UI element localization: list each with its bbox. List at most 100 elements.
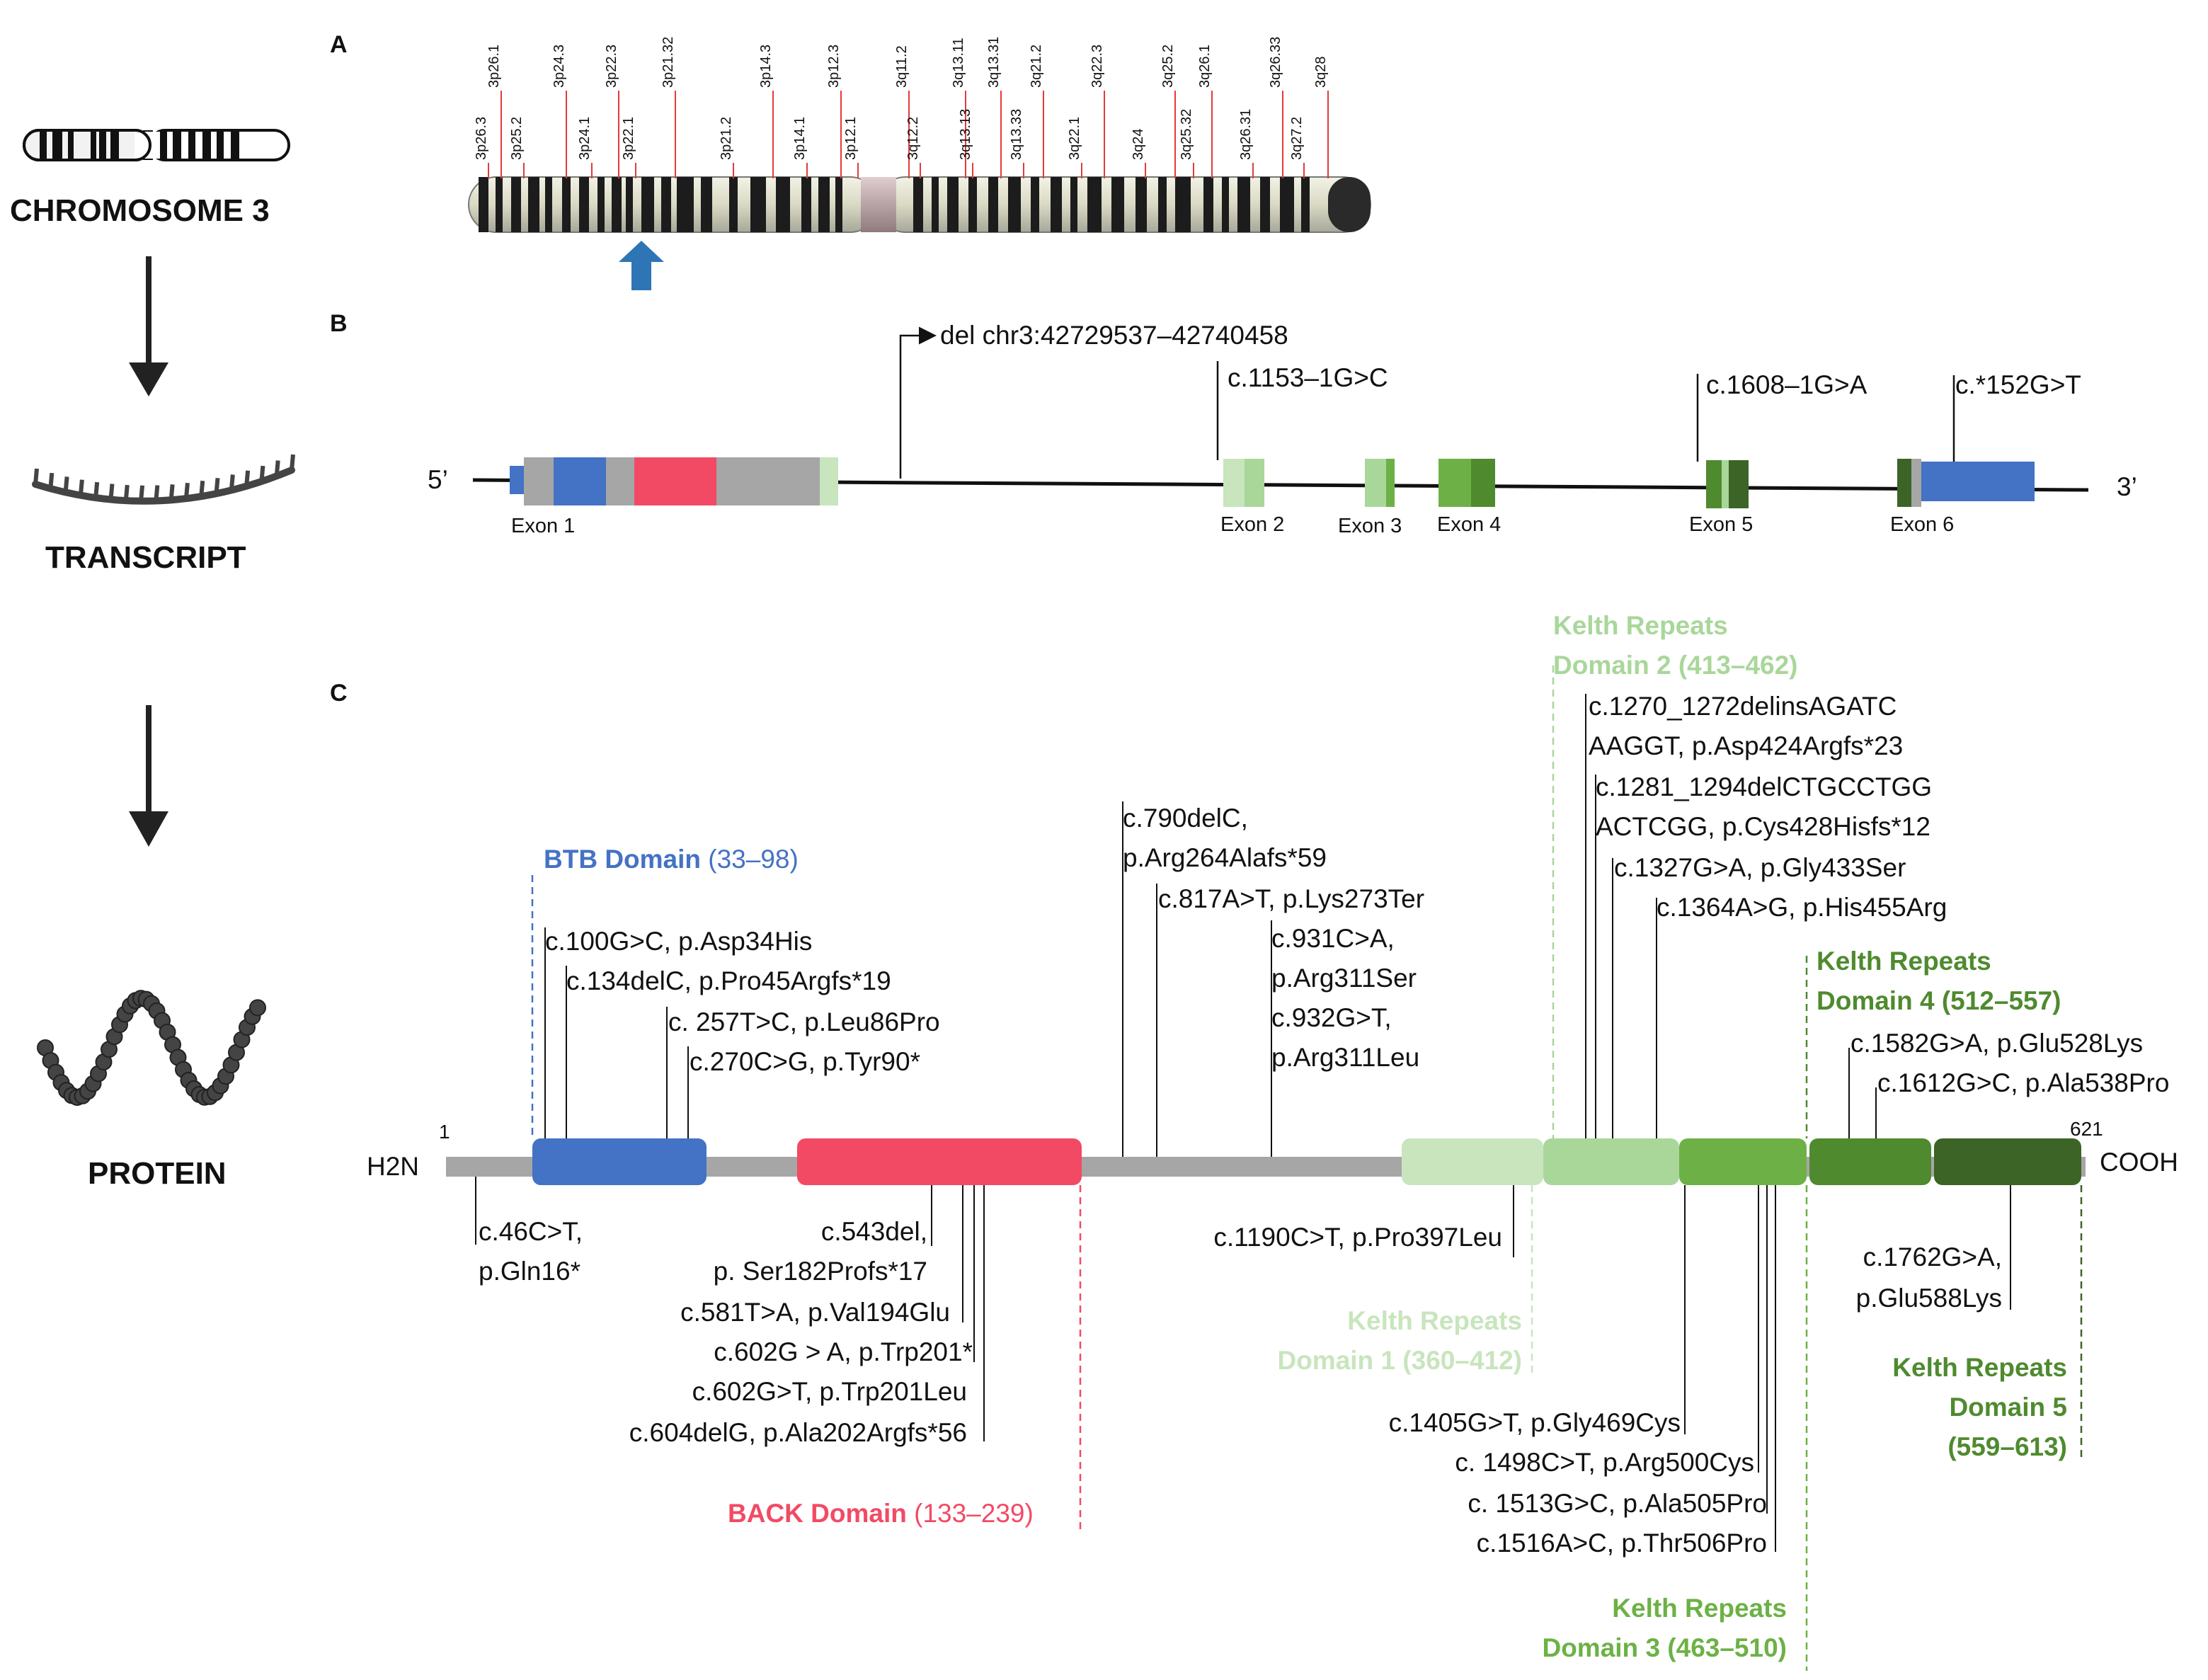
kelch-domain-5-range: (559–613) xyxy=(1947,1432,2067,1461)
band-label: 3p24.1 xyxy=(577,117,593,160)
exon-label: Exon 4 xyxy=(1437,513,1501,536)
exon-label: Exon 2 xyxy=(1220,513,1284,536)
mini-chromosome-icon xyxy=(23,129,290,161)
mutation-label: c.931C>A, xyxy=(1271,924,1395,953)
variant-label: c.1608–1G>A xyxy=(1706,370,1867,399)
band-label: 3q25.2 xyxy=(1160,45,1176,88)
band-label: 3p22.3 xyxy=(604,45,619,88)
band-label: 3p14.3 xyxy=(758,45,774,88)
mutation-label: c.46C>T, xyxy=(479,1217,583,1246)
kelch-domain-4-label: Kelth Repeats xyxy=(1817,947,1991,976)
five-prime-label: 5’ xyxy=(428,465,448,494)
mutation-label: p.Arg264Alafs*59 xyxy=(1123,843,1327,872)
band-label: 3q13.33 xyxy=(1009,109,1024,160)
band-label: 3p22.1 xyxy=(621,117,636,160)
band-label: 3q28 xyxy=(1313,57,1329,88)
exon-label: Exon 1 xyxy=(511,515,575,537)
kelch-domain-1-label: Kelth Repeats xyxy=(1347,1306,1522,1335)
band-label: 3q13.13 xyxy=(958,109,973,160)
btb-domain-label: BTB Domain (33–98) xyxy=(544,845,799,874)
mutation-labels: c.100G>C, p.Asp34His c.134delC, p.Pro45A… xyxy=(479,692,2169,1558)
domain-guides xyxy=(531,665,2083,1671)
mutation-label: p.Glu588Lys xyxy=(1856,1284,2002,1313)
down-arrow-icon xyxy=(129,256,168,396)
band-label: 3q27.2 xyxy=(1289,117,1305,160)
protein-schematic: H2N COOH 1 621 xyxy=(367,1118,2178,1185)
variant-label: c.*152G>T xyxy=(1955,370,2081,399)
band-label: 3p26.3 xyxy=(474,117,489,160)
mutation-label: c. 1513G>C, p.Ala505Pro xyxy=(1468,1489,1767,1518)
mutation-label: c.1190C>T, p.Pro397Leu xyxy=(1213,1223,1502,1252)
mutation-label: c.134delC, p.Pro45Argfs*19 xyxy=(566,966,891,995)
mutation-label: c.602G > A, p.Trp201* xyxy=(714,1337,973,1366)
band-label: 3p24.3 xyxy=(551,45,567,88)
band-label: 3q21.2 xyxy=(1029,45,1044,88)
chromosome-label: CHROMOSOME 3 xyxy=(10,193,270,228)
band-label: 3p12.3 xyxy=(826,45,842,88)
mutation-label: c.932G>T, xyxy=(1271,1003,1392,1032)
transcript-structure: 5’ 3’ xyxy=(428,457,2137,508)
transcript-icon xyxy=(32,454,295,505)
mutation-label: c.604delG, p.Ala202Argfs*56 xyxy=(629,1418,967,1447)
mutation-label: c.1364A>G, p.His455Arg xyxy=(1657,893,1947,922)
mutation-label: c.270C>G, p.Tyr90* xyxy=(690,1047,920,1076)
transcript-label: TRANSCRIPT xyxy=(45,540,246,575)
panel-a-label: A xyxy=(330,31,348,58)
band-label: 3q26.1 xyxy=(1197,45,1213,88)
mutation-label: c.817A>T, p.Lys273Ter xyxy=(1158,884,1424,913)
band-label: 3q24 xyxy=(1131,129,1146,161)
panel-b-label: B xyxy=(330,310,348,337)
band-label: 3q13.31 xyxy=(986,37,1002,88)
mutation-label: c.790delC, xyxy=(1123,804,1248,833)
kelch-domain-5-box xyxy=(1934,1138,2081,1185)
mutation-label: c.1612G>C, p.Ala538Pro xyxy=(1877,1068,2169,1097)
band-label: 3p21.2 xyxy=(719,117,734,160)
band-label: 3q22.3 xyxy=(1089,45,1105,88)
band-label: 3p12.1 xyxy=(843,117,859,160)
sidebar: CHROMOSOME 3 TRANSCRIPT PROTEIN xyxy=(10,129,295,1191)
c-terminus-label: COOH xyxy=(2100,1148,2178,1177)
kelch-domain-5-label: Kelth Repeats xyxy=(1892,1353,2067,1382)
kelch-domain-2-label: Kelth Repeats xyxy=(1553,611,1728,640)
kelch-domain-1-box xyxy=(1402,1138,1543,1185)
back-domain-box xyxy=(797,1138,1082,1185)
band-label: 3q13.11 xyxy=(951,38,966,88)
kelch-domain-1-range: Domain 1 (360–412) xyxy=(1277,1346,1522,1375)
mutation-label: c.1327G>A, p.Gly433Ser xyxy=(1614,853,1906,882)
mutation-label: p.Arg311Leu xyxy=(1271,1043,1419,1072)
mutation-label: c.543del, xyxy=(821,1217,927,1246)
exon-label: Exon 5 xyxy=(1689,513,1753,536)
mutation-label: c. 1498C>T, p.Arg500Cys xyxy=(1455,1448,1754,1477)
mutation-leader-lines xyxy=(475,694,2011,1552)
band-label: 3q12.2 xyxy=(905,117,921,160)
locus-arrow-icon xyxy=(619,241,664,290)
mutation-label: c.1762G>A, xyxy=(1863,1242,2002,1272)
mutation-label: p.Arg311Ser xyxy=(1271,964,1417,993)
kelch-domain-5-name: Domain 5 xyxy=(1949,1393,2067,1422)
kelch-domain-4-box xyxy=(1809,1138,1931,1185)
domain-titles: BTB Domain (33–98) BACK Domain (133–239)… xyxy=(544,611,2067,1662)
band-label: 3p21.32 xyxy=(660,37,676,88)
mutation-label: c.581T>A, p.Val194Glu xyxy=(680,1298,950,1327)
exon-labels: Exon 1 Exon 2 Exon 3 Exon 4 Exon 5 Exon … xyxy=(511,513,1954,537)
mutation-label: AAGGT, p.Asp424Argfs*23 xyxy=(1589,731,1903,760)
protein-label: PROTEIN xyxy=(88,1156,227,1191)
transcript-variants: del chr3:42729537–42740458 c.1153–1G>C c… xyxy=(899,321,2081,479)
three-prime-label: 3’ xyxy=(2117,472,2137,501)
kelch-domain-3-box xyxy=(1679,1138,1807,1185)
exon-label: Exon 3 xyxy=(1338,515,1402,537)
kelch-domain-3-range: Domain 3 (463–510) xyxy=(1542,1633,1787,1662)
kelch-domain-3-label: Kelth Repeats xyxy=(1612,1594,1787,1623)
mutation-label: c.1516A>C, p.Thr506Pro xyxy=(1477,1528,1767,1558)
band-label: 3q26.33 xyxy=(1268,37,1283,88)
mutation-label: c.1405G>T, p.Gly469Cys xyxy=(1389,1408,1681,1437)
kelch-domain-2-box xyxy=(1543,1138,1679,1185)
band-label: 3q11.2 xyxy=(894,45,910,88)
btb-domain-box xyxy=(532,1138,707,1185)
mutation-label: c.1270_1272delinsAGATC xyxy=(1589,692,1897,721)
mutation-label: ACTCGG, p.Cys428Hisfs*12 xyxy=(1596,812,1930,841)
mutation-label: p.Gln16* xyxy=(479,1257,580,1286)
